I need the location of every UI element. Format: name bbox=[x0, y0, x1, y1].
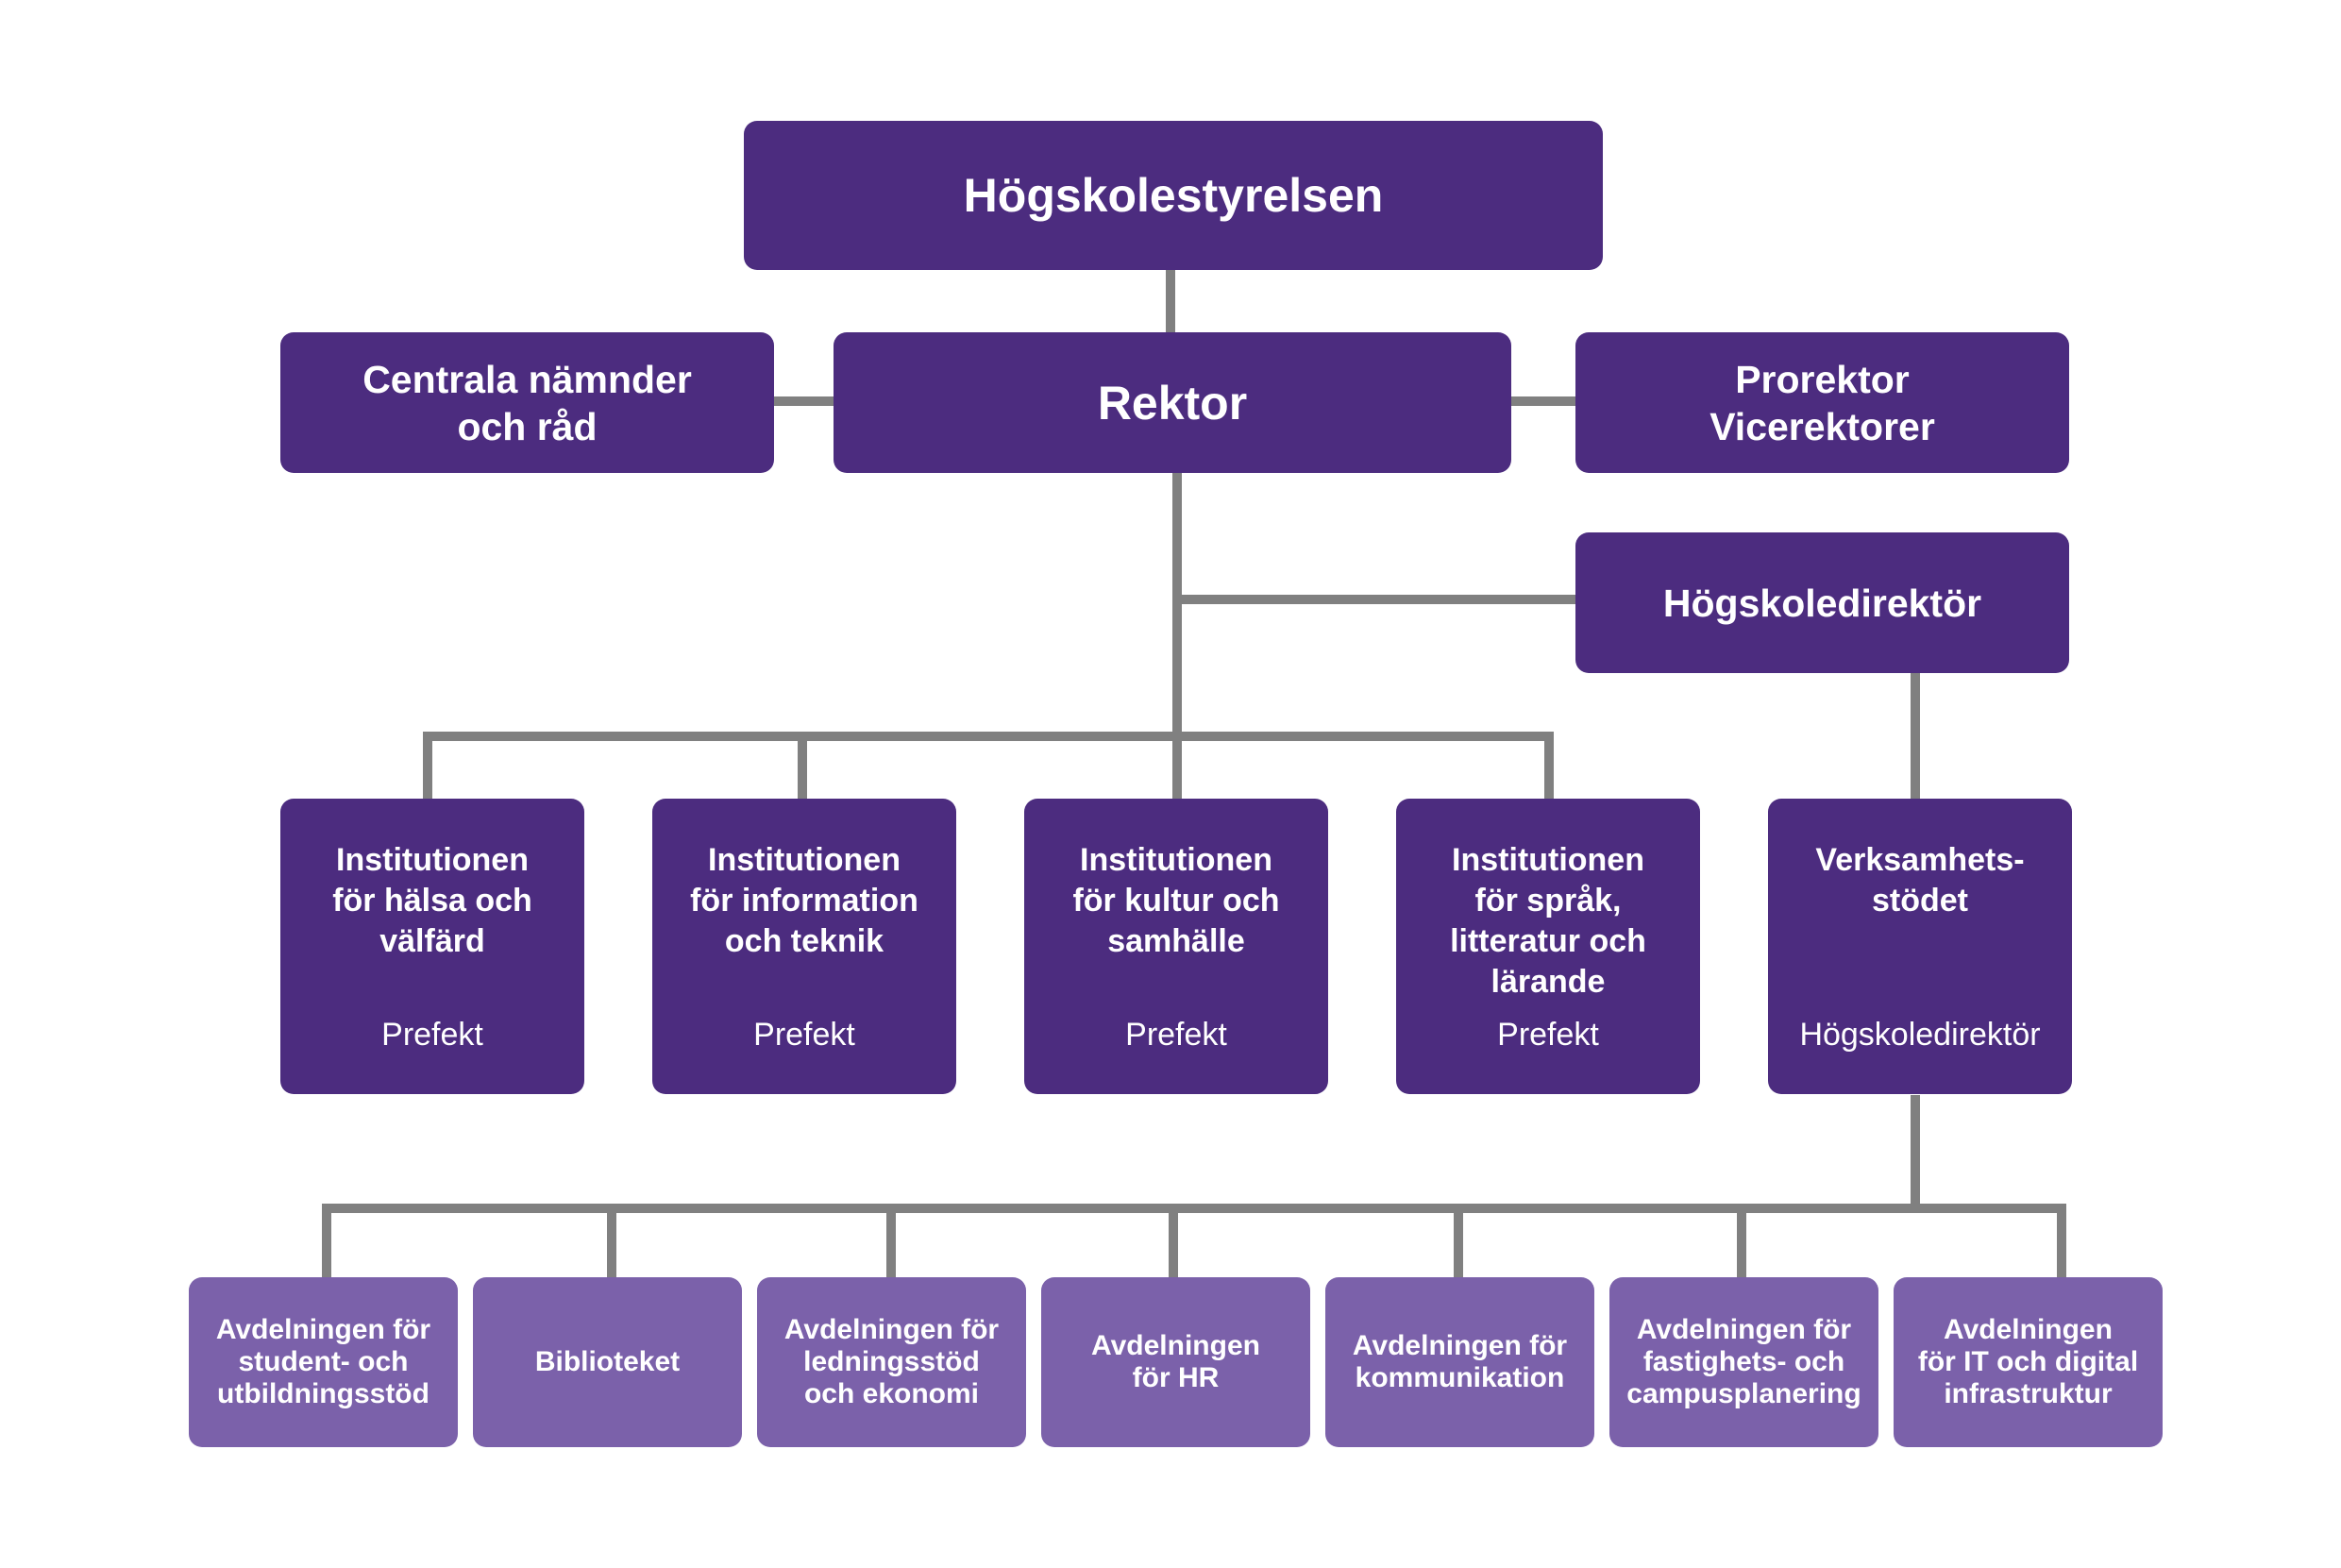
committees-label: Centrala nämnder och råd bbox=[362, 357, 692, 448]
dept-label: Avdelningen för kommunikation bbox=[1352, 1330, 1568, 1393]
unit-box-culture-society: Institutionen för kultur och samhälle Pr… bbox=[1024, 799, 1328, 1094]
dept-label: Avdelningen för fastighets- och campuspl… bbox=[1626, 1314, 1861, 1409]
dept-box-library: Biblioteket bbox=[473, 1277, 742, 1447]
unit-box-information-technology: Institutionen för information och teknik… bbox=[652, 799, 956, 1094]
unit-name: Institutionen för hälsa och välfärd bbox=[332, 842, 532, 959]
rektor-label: Rektor bbox=[1097, 376, 1248, 430]
unit-head: Prefekt bbox=[1125, 1017, 1227, 1053]
unit-box-support: Verksamhets- stödet Högskoledirektör bbox=[1768, 799, 2072, 1094]
dept-label: Avdelningen för HR bbox=[1091, 1330, 1260, 1393]
dept-label: Biblioteket bbox=[534, 1346, 681, 1377]
dept-box-student-education: Avdelningen för student- och utbildnings… bbox=[189, 1277, 458, 1447]
dept-box-facilities-campus: Avdelningen för fastighets- och campuspl… bbox=[1609, 1277, 1878, 1447]
unit-name: Institutionen för kultur och samhälle bbox=[1072, 842, 1280, 959]
board-box: Högskolestyrelsen bbox=[744, 121, 1603, 270]
unit-head: Högskoledirektör bbox=[1799, 1017, 2041, 1053]
dept-label: Avdelningen för student- och utbildnings… bbox=[215, 1314, 431, 1409]
unit-box-health-welfare: Institutionen för hälsa och välfärd Pref… bbox=[280, 799, 584, 1094]
unit-head: Prefekt bbox=[381, 1017, 483, 1053]
prorektor-label: Prorektor Vicerektorer bbox=[1709, 357, 1935, 448]
unit-head: Prefekt bbox=[753, 1017, 855, 1053]
dept-box-hr: Avdelningen för HR bbox=[1041, 1277, 1310, 1447]
dept-label: Avdelningen för IT och digital infrastru… bbox=[1917, 1314, 2139, 1409]
director-box: Högskoledirektör bbox=[1575, 532, 2069, 673]
unit-name: Institutionen för språk, litteratur och … bbox=[1450, 842, 1646, 1000]
dept-box-management-economy: Avdelningen för ledningsstöd och ekonomi bbox=[757, 1277, 1026, 1447]
prorektor-box: Prorektor Vicerektorer bbox=[1575, 332, 2069, 473]
committees-box: Centrala nämnder och råd bbox=[280, 332, 774, 473]
board-label: Högskolestyrelsen bbox=[963, 169, 1384, 222]
dept-label: Avdelningen för ledningsstöd och ekonomi bbox=[783, 1314, 1000, 1409]
unit-box-language-literature: Institutionen för språk, litteratur och … bbox=[1396, 799, 1700, 1094]
unit-name: Verksamhets- stödet bbox=[1815, 842, 2025, 919]
dept-box-it-infrastructure: Avdelningen för IT och digital infrastru… bbox=[1894, 1277, 2163, 1447]
dept-box-communication: Avdelningen för kommunikation bbox=[1325, 1277, 1594, 1447]
unit-head: Prefekt bbox=[1497, 1017, 1599, 1053]
unit-name: Institutionen för information och teknik bbox=[690, 842, 918, 959]
rektor-box: Rektor bbox=[834, 332, 1511, 473]
director-label: Högskoledirektör bbox=[1662, 581, 1982, 625]
